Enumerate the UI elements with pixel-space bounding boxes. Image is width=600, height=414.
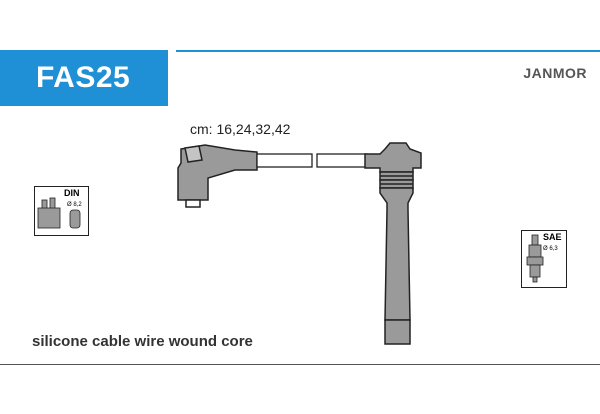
cable-lengths: cm: 16,24,32,42 <box>190 121 291 137</box>
cable-description: silicone cable wire wound core <box>32 333 253 350</box>
sae-connector-badge: SAE Ø 6,3 <box>521 230 567 288</box>
spark-plug-boot <box>364 142 422 345</box>
spark-plug-icon <box>526 234 544 283</box>
distributor-boot <box>177 144 258 208</box>
product-code: FAS25 <box>36 61 131 94</box>
din-label: DIN <box>64 188 80 198</box>
footer-rule <box>0 364 600 365</box>
brand-name: JANMOR <box>523 65 587 81</box>
sae-size: Ø 6,3 <box>543 246 558 252</box>
cable-line <box>256 153 368 168</box>
din-connector-badge: DIN Ø 8,2 <box>34 186 89 236</box>
sae-label: SAE <box>543 232 562 242</box>
distributor-cap-icon <box>37 197 81 229</box>
din-size: Ø 8,2 <box>67 202 82 208</box>
product-code-box: FAS25 <box>0 50 168 106</box>
header-rule <box>176 50 600 52</box>
